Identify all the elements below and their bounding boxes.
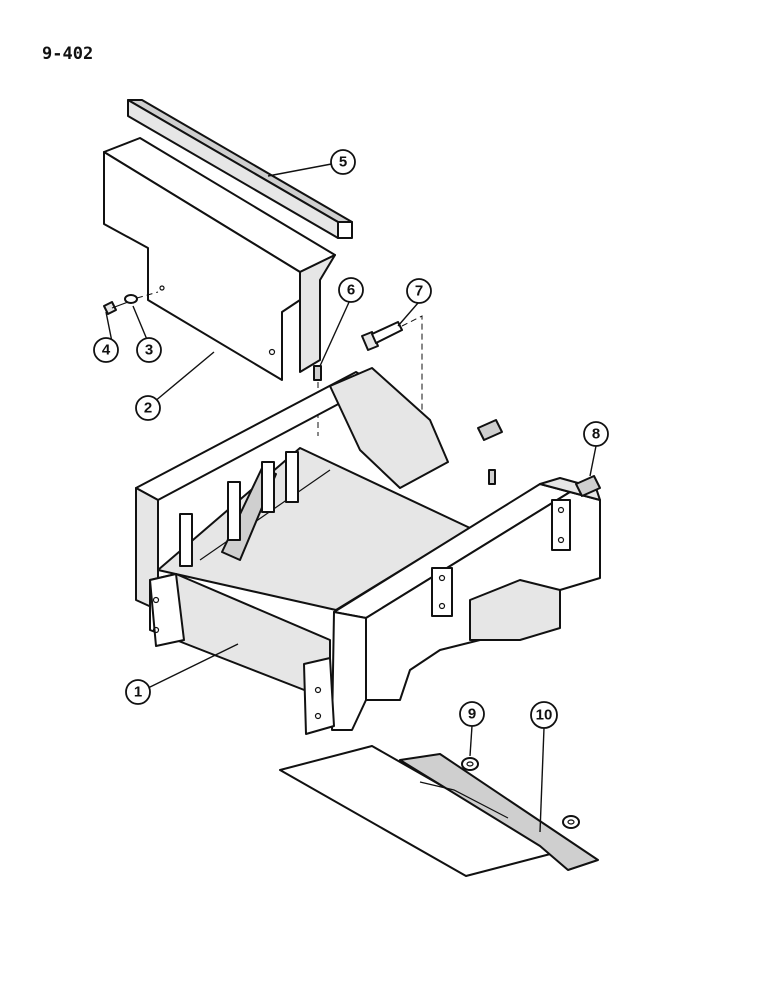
- callout-6: 6: [338, 277, 364, 303]
- callout-2: 2: [135, 395, 161, 421]
- part-10-bottom-plate: [279, 745, 599, 877]
- svg-text:4: 4: [102, 342, 111, 359]
- part-4-screw: [103, 301, 129, 315]
- callout-3: 3: [136, 337, 162, 363]
- svg-text:10: 10: [536, 707, 553, 724]
- part-1-main-frame: [135, 367, 601, 735]
- svg-text:7: 7: [415, 283, 423, 300]
- part-5-seal-strip: [127, 99, 353, 239]
- svg-text:5: 5: [339, 154, 347, 171]
- callout-1: 1: [125, 679, 151, 705]
- part-6-set-screw: [313, 365, 322, 436]
- page-number: 9-402: [42, 44, 94, 64]
- svg-text:9: 9: [468, 706, 476, 723]
- part-2-cover-panel: [103, 137, 336, 381]
- callout-8: 8: [583, 421, 609, 447]
- callout-4: 4: [93, 337, 119, 363]
- svg-text:8: 8: [592, 426, 600, 443]
- part-9-washer: [461, 757, 580, 829]
- callout-10: 10: [530, 701, 558, 729]
- part-3-washer: [124, 291, 159, 304]
- svg-text:3: 3: [145, 342, 153, 359]
- part-7-bolt: [361, 315, 423, 470]
- callout-5: 5: [330, 149, 356, 175]
- callout-7: 7: [406, 278, 432, 304]
- part-8-pin: [477, 419, 601, 497]
- leader-lines: [105, 161, 597, 833]
- svg-text:6: 6: [347, 282, 355, 299]
- callout-9: 9: [459, 701, 485, 727]
- svg-text:2: 2: [144, 400, 152, 417]
- svg-text:1: 1: [134, 684, 142, 701]
